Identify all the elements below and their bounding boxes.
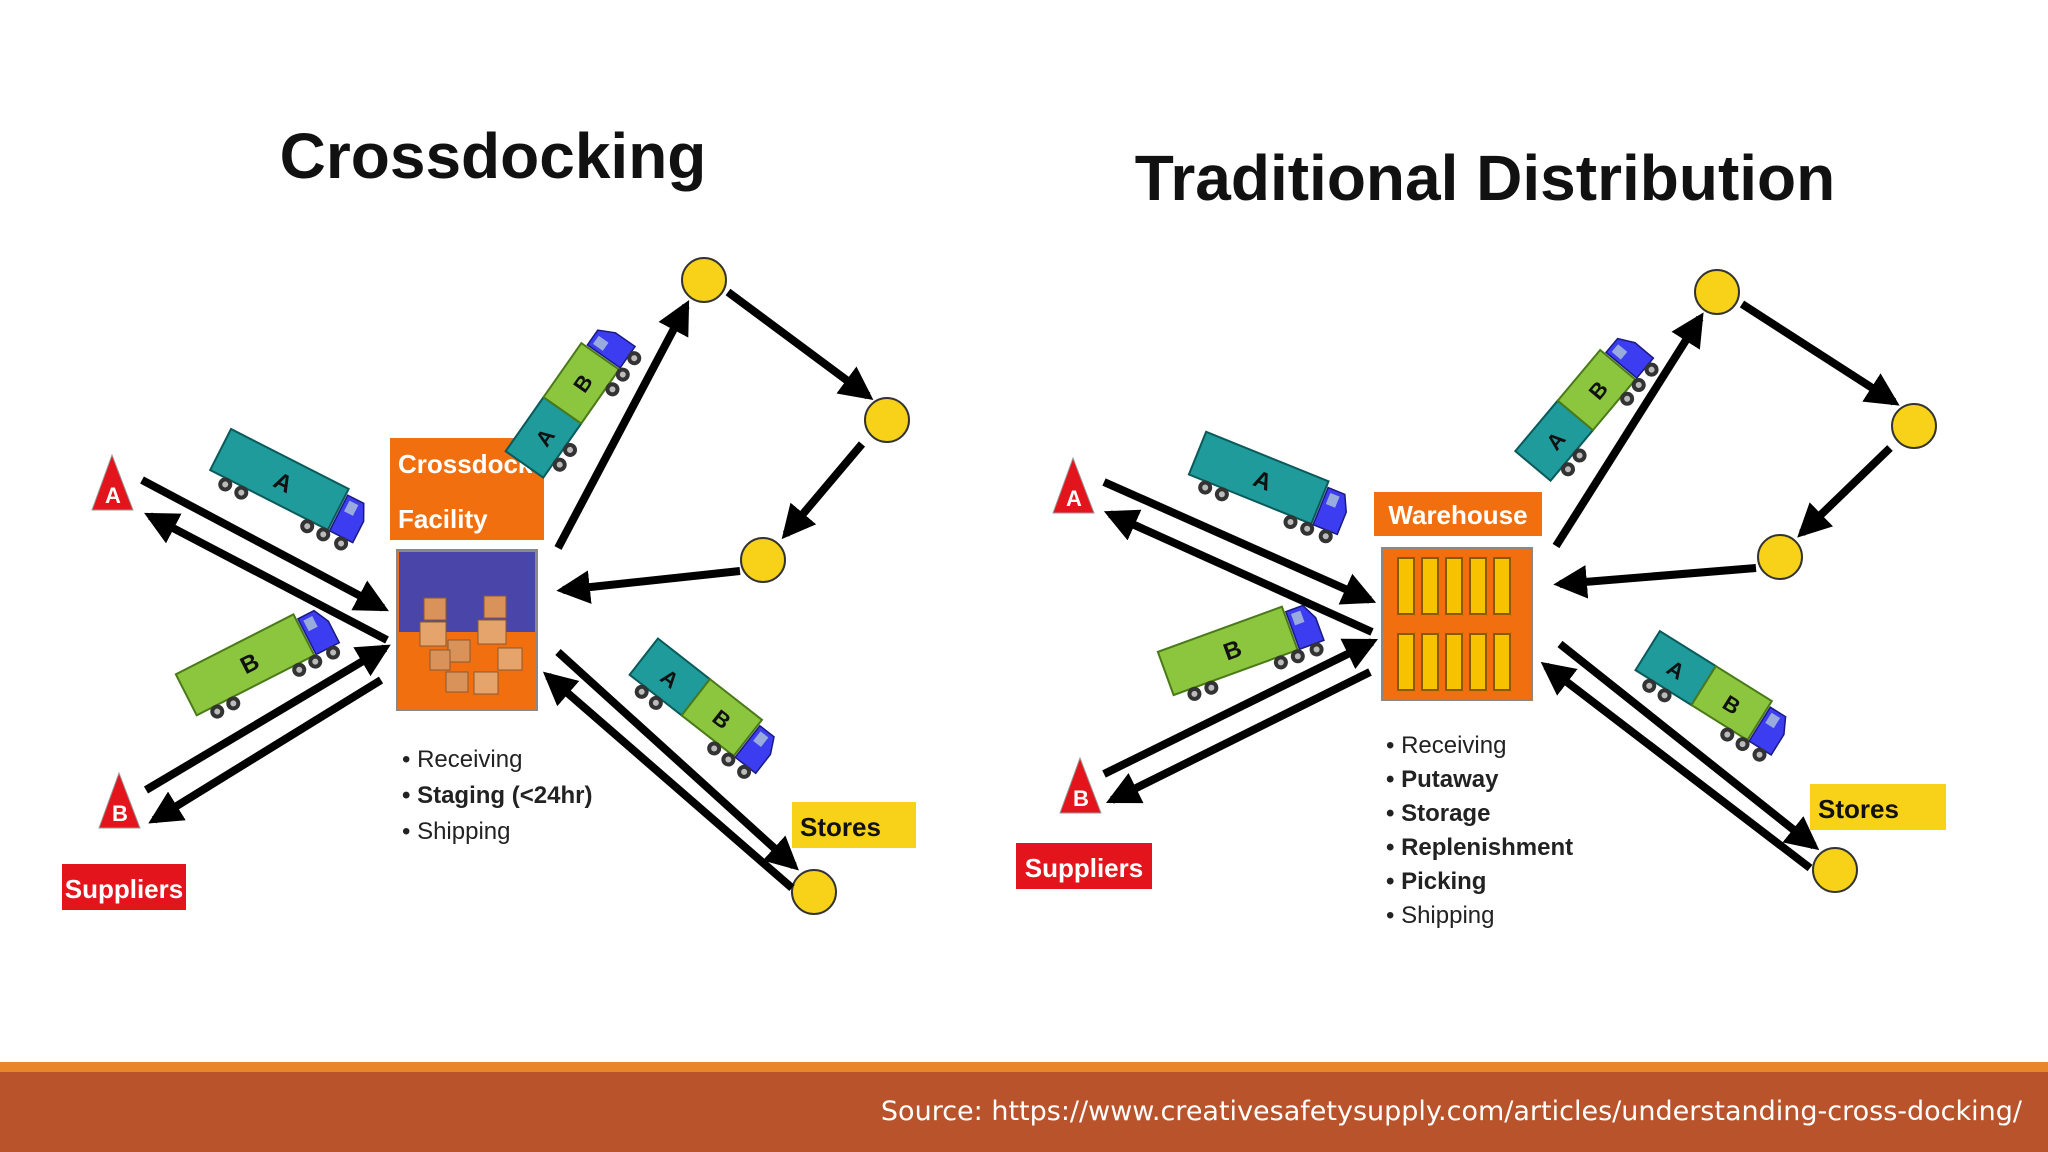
suppliers-label-box <box>1016 843 1152 889</box>
store-circle-icon <box>864 397 910 443</box>
truck-ab-outbound-icon: A B <box>1513 331 1662 483</box>
supplier-b-letter: B <box>112 801 128 826</box>
store-circle-icon <box>1812 847 1858 893</box>
crossdocking-diagram: Crossdocking A B Suppliers Crossdock Fac… <box>62 120 916 915</box>
traditional-step-picking: • Picking <box>1386 868 1486 895</box>
truck-b-icon: B <box>1156 602 1326 703</box>
supplier-a-letter: A <box>105 483 121 508</box>
traditional-flow-arrows <box>1102 300 1900 872</box>
traditional-step-putaway: • Putaway <box>1386 766 1499 793</box>
suppliers-label: Suppliers <box>65 874 183 904</box>
crossdock-flow-arrows <box>140 288 874 892</box>
truck-a-icon: A <box>1187 430 1353 546</box>
crossdock-step-shipping: • Shipping <box>402 818 510 845</box>
truck-ab-delivery-icon: A B <box>1634 629 1794 765</box>
crossdock-facility-label-line2: Facility <box>398 504 488 534</box>
suppliers-label: Suppliers <box>1025 853 1143 883</box>
stores-label: Stores <box>800 812 881 842</box>
traditional-title: Traditional Distribution <box>1135 142 1835 214</box>
store-circle-icon <box>740 537 786 583</box>
footer-band <box>0 1062 2048 1152</box>
boxes-icon <box>396 549 538 711</box>
warehouse-label-box <box>1374 492 1542 536</box>
traditional-step-replenishment: • Replenishment <box>1386 834 1573 861</box>
truck-a-icon: A <box>208 427 372 553</box>
store-circle-icon <box>681 257 727 303</box>
stores-label: Stores <box>1818 794 1899 824</box>
crossdocking-title: Crossdocking <box>280 120 707 192</box>
supplier-a-triangle-icon: A <box>1052 456 1095 514</box>
traditional-step-shipping: • Shipping <box>1386 902 1494 929</box>
pallet-rack-icon <box>1381 547 1533 701</box>
store-circle-icon <box>1757 534 1803 580</box>
store-circle-icon <box>1891 403 1937 449</box>
truck-ab-delivery-icon: A B <box>628 637 782 782</box>
store-circle-icon <box>1694 269 1740 315</box>
traditional-step-receiving: • Receiving <box>1386 732 1506 759</box>
supplier-b-triangle-icon: B <box>1059 756 1102 814</box>
traditional-step-storage: • Storage <box>1386 800 1490 827</box>
truck-ab-outbound-icon: A B <box>504 322 645 480</box>
supplier-b-letter: B <box>1073 786 1089 811</box>
stores-label-box <box>792 802 916 848</box>
traditional-diagram: Traditional Distribution A B Suppliers W… <box>1016 142 1946 929</box>
diagram-canvas: Crossdocking A B Suppliers Crossdock Fac… <box>62 120 1946 929</box>
crossdock-step-staging: • Staging (<24hr) <box>402 782 592 809</box>
supplier-a-letter: A <box>1066 486 1082 511</box>
supplier-a-triangle-icon: A <box>91 453 134 511</box>
suppliers-label-box <box>62 864 186 910</box>
truck-b-icon: B <box>174 606 343 721</box>
supplier-b-triangle-icon: B <box>98 771 141 829</box>
crossdock-step-receiving: • Receiving <box>402 746 522 773</box>
store-circle-icon <box>791 869 837 915</box>
stores-label-box <box>1810 784 1946 830</box>
warehouse-label: Warehouse <box>1388 500 1527 530</box>
source-citation: Source: https://www.creativesafetysupply… <box>880 1096 2022 1127</box>
